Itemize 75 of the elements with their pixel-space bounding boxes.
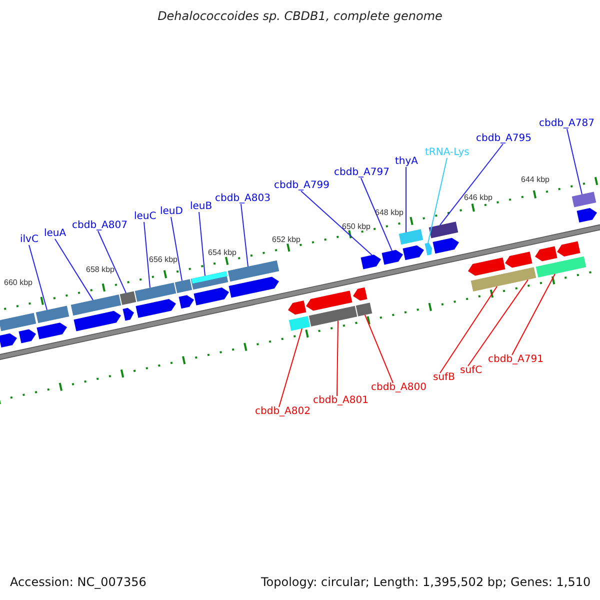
gene-block — [535, 246, 558, 262]
leader-line — [240, 204, 248, 268]
gene-bar — [288, 316, 310, 331]
leader-line — [336, 320, 338, 396]
gene-bar — [536, 256, 586, 278]
leader-line — [468, 279, 528, 366]
gene-label: cbdb_A803 — [215, 194, 270, 204]
gene-bar — [572, 192, 596, 208]
scale-label: 650 kbp — [342, 223, 370, 231]
gene-label: leuC — [134, 212, 156, 222]
scale-label: 652 kbp — [272, 236, 300, 244]
gene-bar — [120, 291, 136, 305]
gene-label: cbdb_A807 — [72, 221, 128, 231]
gene-bar — [36, 306, 70, 324]
gene-label: cbdb_A799 — [274, 181, 330, 191]
gene-block — [122, 308, 134, 321]
leader-line — [512, 273, 556, 356]
gene-block — [402, 245, 424, 260]
gene-bar — [228, 260, 280, 282]
gene-label: cbdb_A791 — [488, 355, 544, 365]
leader-line — [364, 314, 394, 384]
gene-block — [360, 254, 381, 270]
gene-block — [382, 250, 403, 265]
gene-block — [576, 208, 597, 223]
scale-label: 646 kbp — [464, 194, 492, 202]
leader-line — [198, 212, 206, 276]
gene-bar — [428, 222, 458, 238]
gene-label: leuB — [190, 202, 212, 212]
gene-block — [468, 258, 506, 276]
gene-bar — [470, 267, 536, 292]
gene-label: cbdb_A797 — [334, 168, 390, 178]
leader-line — [98, 230, 126, 294]
leader-line — [54, 238, 94, 301]
accession-text: Accession: NC_007356 — [10, 576, 146, 588]
scale-label: 644 kbp — [521, 176, 550, 184]
gene-label: leuA — [44, 229, 66, 239]
gene-bar — [398, 229, 424, 245]
gene-bar — [356, 302, 372, 316]
gene-label: thyA — [395, 157, 418, 167]
gene-label: sufB — [433, 373, 455, 383]
gene-block — [353, 287, 368, 301]
gene-label: cbdb_A801 — [313, 396, 368, 406]
map-title: Dehalococcoides sp. CBDB1, complete genome — [156, 10, 444, 22]
gene-block — [228, 276, 279, 298]
gene-label: cbdb_A787 — [539, 119, 594, 129]
gene-block — [288, 300, 306, 315]
leader-line — [144, 222, 150, 288]
leader-line — [440, 144, 504, 226]
scale-label: 656 kbp — [149, 256, 178, 264]
genome-info-text: Topology: circular; Length: 1,395,502 bp; Genes: 1,510 — [261, 576, 591, 588]
gene-label: tRNA-Lys — [425, 148, 470, 158]
gene-bar — [70, 294, 122, 316]
leader-line — [28, 244, 48, 310]
leader-line — [300, 190, 372, 256]
leader-line — [170, 216, 182, 282]
leader-line — [278, 328, 302, 408]
gene-label: cbdb_A795 — [476, 134, 532, 144]
gene-label: cbdb_A800 — [371, 383, 426, 393]
scale-label: 660 kbp — [4, 279, 32, 287]
leader-line — [440, 286, 498, 374]
leader-line — [428, 158, 448, 244]
leader-line — [360, 178, 392, 252]
gene-label: cbdb_A802 — [255, 407, 310, 417]
scale-label: 658 kbp — [86, 266, 114, 274]
scale-label: 654 kbp — [208, 249, 236, 257]
gene-bar — [174, 279, 192, 294]
gene-block — [18, 329, 36, 344]
gene-block — [432, 238, 459, 254]
gene-block — [178, 295, 194, 309]
gene-label: sufC — [460, 366, 482, 376]
leader-line — [566, 128, 582, 195]
scale-label: 648 kbp — [375, 209, 404, 217]
gene-label: ilvC — [20, 235, 38, 245]
gene-label: leuD — [160, 207, 183, 217]
gene-bar — [0, 312, 36, 332]
